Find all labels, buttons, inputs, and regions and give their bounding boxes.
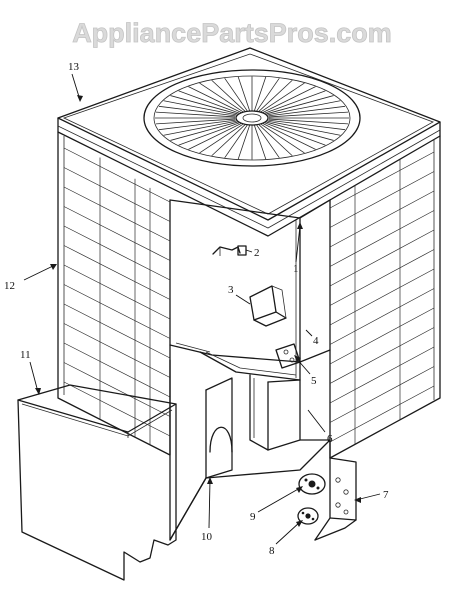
watermark-text: AppliancePartsPros.com — [72, 18, 392, 48]
top-cover — [57, 47, 441, 237]
part-9-mount-disc — [298, 473, 326, 495]
callout-13: 13 — [68, 61, 80, 73]
callout-7: 7 — [383, 489, 389, 501]
callout-1: 1 — [293, 263, 299, 275]
part-8-small-disc — [297, 507, 319, 525]
callout-10: 10 — [201, 531, 213, 543]
left-coil-grille — [57, 131, 171, 456]
callout-12: 12 — [4, 280, 15, 292]
part-2-bracket — [212, 245, 247, 256]
callout-4: 4 — [313, 335, 319, 347]
fan-guard — [143, 69, 361, 167]
part-11-access-panel — [17, 384, 177, 581]
callout-5: 5 — [311, 375, 317, 387]
interior-panel — [169, 199, 331, 381]
part-3-control-box — [249, 285, 287, 327]
callout-6: 6 — [327, 433, 333, 445]
right-coil-grille — [329, 135, 441, 459]
callout-2: 2 — [254, 247, 260, 259]
callout-11: 11 — [20, 349, 31, 361]
callout-9: 9 — [250, 511, 256, 523]
leader-lines — [23, 73, 381, 545]
callout-8: 8 — [269, 545, 275, 557]
callout-3: 3 — [228, 284, 234, 296]
part-7-bracket-plate — [314, 457, 357, 541]
callout-labels: 13 12 11 2 1 3 4 5 6 7 9 8 10 — [4, 61, 389, 557]
